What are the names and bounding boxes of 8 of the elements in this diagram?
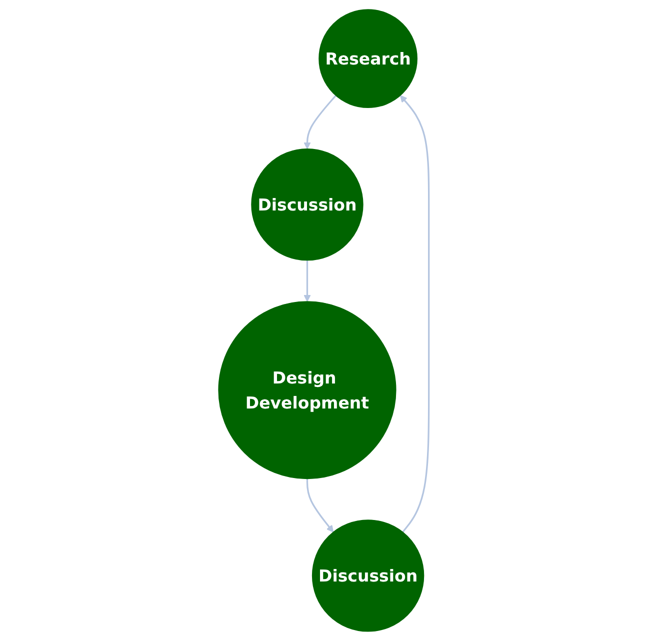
arrow — [304, 260, 312, 302]
node-circle: Discussion — [312, 520, 424, 632]
node-circle: Research — [318, 9, 418, 108]
node-circle: Discussion — [251, 148, 364, 261]
arrow — [306, 478, 334, 532]
arrow — [400, 95, 430, 533]
arrow — [304, 94, 337, 150]
node-circle: Design Development — [218, 301, 397, 480]
